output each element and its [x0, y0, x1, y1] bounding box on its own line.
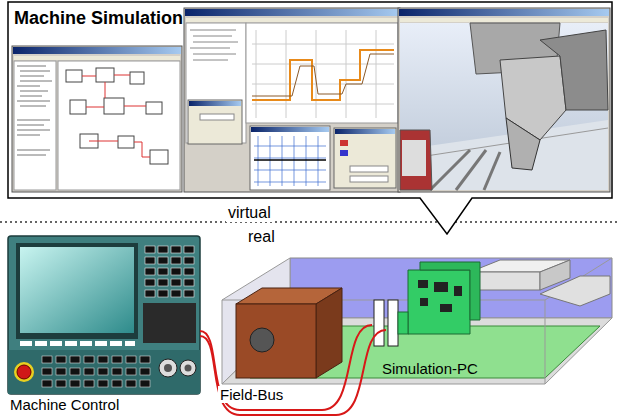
node-text: Simulation-PC — [382, 360, 478, 378]
pc-case — [222, 258, 612, 384]
simulation-pc-box: Simulation-PC — [372, 290, 500, 378]
node-text: Machine Control — [10, 396, 119, 414]
machine-control-box: Machine Control — [8, 236, 200, 394]
screenshot-blocks — [12, 46, 182, 192]
screenshot-3d-view — [398, 8, 610, 192]
node-text: Machine Simulation — [14, 8, 183, 30]
fieldbus-cable-pair — [200, 330, 386, 415]
virtual-label: virtual — [226, 204, 273, 222]
fieldbus-cable — [200, 325, 372, 410]
separator-line — [0, 221, 618, 223]
callout-title-box: Machine Simulation — [8, 2, 612, 42]
callout-bubble — [8, 2, 612, 234]
edge-label: Field-Bus — [218, 386, 285, 403]
real-label: real — [246, 228, 277, 246]
cnc-control-panel — [8, 236, 200, 394]
screenshot-plots — [184, 8, 400, 192]
